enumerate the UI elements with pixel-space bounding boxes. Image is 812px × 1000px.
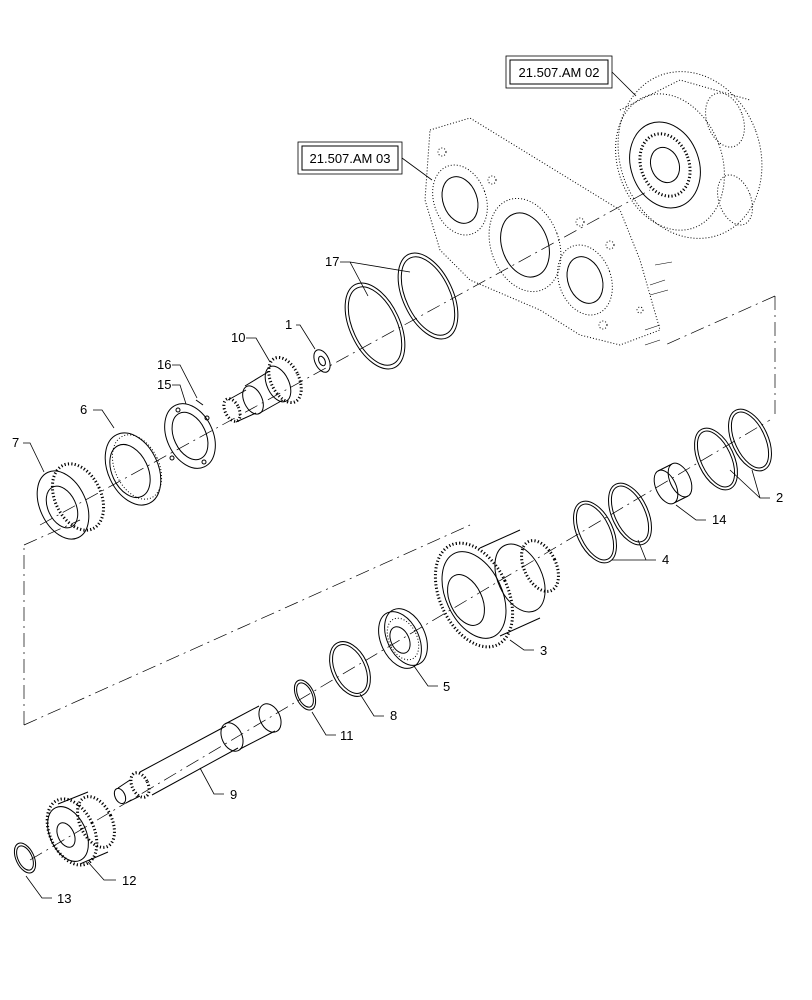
callout-12: 12 (122, 873, 136, 888)
part-15-retainer-plate (164, 403, 216, 469)
center-axis-lines (29, 189, 771, 861)
part-10-gear-shaft (222, 355, 303, 423)
callouts: 17 1 10 16 15 6 7 2 14 4 3 5 8 (12, 254, 783, 906)
part-6-bearing-cup (104, 432, 163, 506)
reference-label-am03: 21.507.AM 03 (310, 151, 391, 166)
callout-11: 11 (340, 728, 354, 743)
callout-6: 6 (80, 402, 87, 417)
gear-case-housing (424, 117, 673, 346)
reference-label-am02: 21.507.AM 02 (519, 65, 600, 80)
part-5-bearing (378, 608, 428, 669)
callout-4: 4 (662, 552, 669, 567)
planetary-housing (615, 71, 763, 239)
reference-box-am03[interactable]: 21.507.AM 03 (297, 141, 433, 181)
part-3-gear (433, 529, 560, 649)
callout-16: 16 (157, 357, 171, 372)
callout-5: 5 (443, 679, 450, 694)
part-1-washer (313, 349, 331, 373)
callout-14: 14 (712, 512, 726, 527)
callout-8: 8 (390, 708, 397, 723)
callout-15: 15 (157, 377, 171, 392)
callout-7: 7 (12, 435, 19, 450)
callout-9: 9 (230, 787, 237, 802)
part-16-pin (195, 399, 204, 406)
part-14-sleeve (653, 462, 693, 505)
part-7-bearing-cone (36, 462, 106, 540)
callout-10: 10 (231, 330, 245, 345)
part-12-gear (45, 791, 116, 867)
part-9-shaft (113, 703, 282, 805)
callout-2: 2 (776, 490, 783, 505)
callout-13: 13 (57, 891, 71, 906)
part-2-snap-rings (694, 408, 772, 491)
callout-3: 3 (540, 643, 547, 658)
part-11-ring (293, 679, 317, 711)
assembly-frame (23, 295, 776, 726)
part-4-rings (573, 482, 652, 564)
reference-box-am02[interactable]: 21.507.AM 02 (505, 55, 637, 97)
part-17-snap-rings (344, 252, 459, 370)
callout-1: 1 (285, 317, 292, 332)
part-8-snap-ring (329, 641, 371, 697)
part-13-snap-ring (13, 842, 37, 874)
callout-17: 17 (325, 254, 339, 269)
